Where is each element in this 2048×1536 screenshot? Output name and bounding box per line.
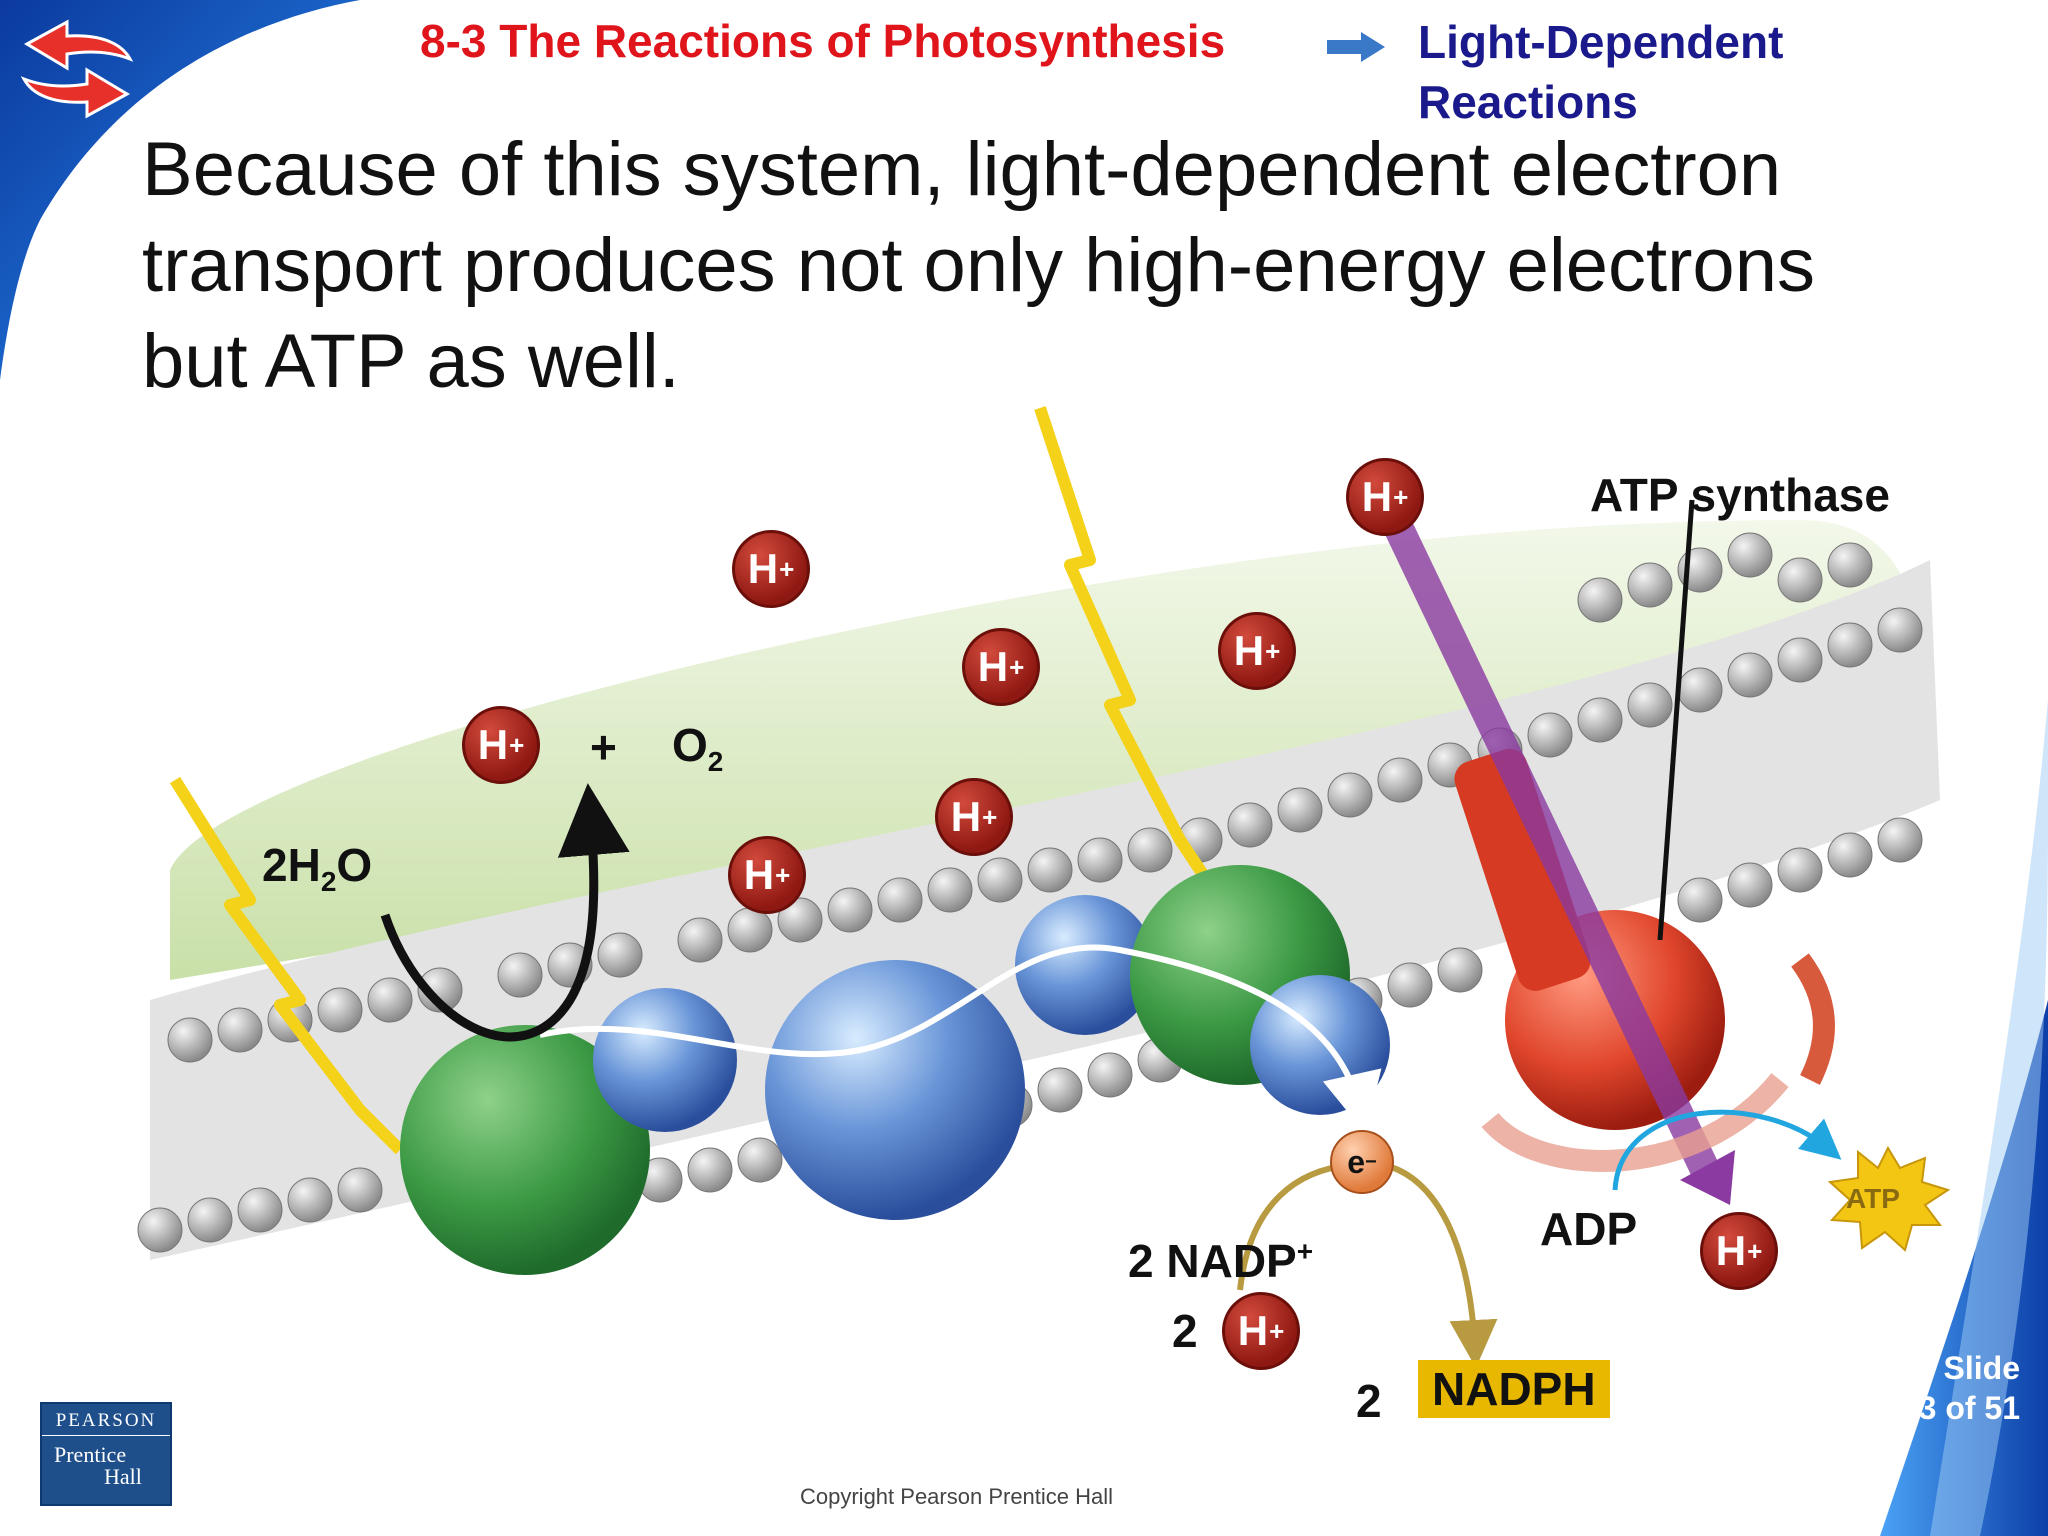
light-bolt-2 (1034, 406, 1225, 904)
body-paragraph: Because of this system, light-dependent … (142, 122, 1815, 410)
electron: e− (1330, 1130, 1394, 1194)
atp-synthase-label: ATP synthase (1590, 469, 1890, 521)
hydrogen-ion: H+ (1700, 1212, 1778, 1290)
electron-carrier-1 (593, 988, 737, 1132)
electron-carrier-3 (1250, 975, 1390, 1115)
nadph-label: NADPH (1418, 1360, 1610, 1418)
slide-label: Slide (1943, 1350, 2020, 1386)
light-bolt-1 (169, 776, 405, 1155)
plus-sign: + (590, 721, 617, 773)
body-line-2: transport produces not only high-energy … (142, 223, 1815, 308)
rotation-arrow-right (1791, 953, 1835, 1085)
nadph-out-arrow (1384, 1162, 1498, 1368)
hydrogen-ion: H+ (1222, 1292, 1300, 1370)
publisher-logo: PEARSON Prentice Hall (40, 1402, 172, 1506)
back-forward-nav-icon[interactable] (12, 14, 142, 124)
nadph-coefficient: 2 (1356, 1375, 1382, 1427)
electron-path (539, 944, 1382, 1134)
atp-synthase-pointer (1657, 499, 1695, 941)
atp-synthase-channel (1454, 748, 1591, 991)
h-coefficient: 2 (1172, 1305, 1198, 1357)
hydrogen-ion: H+ (962, 628, 1040, 706)
copyright-text: Copyright Pearson Prentice Hall (800, 1484, 1114, 1509)
section-title: 8-3 The Reactions of Photosynthesis (420, 15, 1226, 67)
slide-count: 33 of 51 (1900, 1390, 2020, 1426)
cytochrome-complex (765, 960, 1025, 1220)
atp-label: ATP (1846, 1183, 1900, 1214)
publisher-logo-top: PEARSON (42, 1410, 170, 1436)
publisher-logo-bot: Hall (104, 1464, 142, 1489)
atp-starburst-icon (1827, 1145, 1951, 1252)
slide-counter: Slide 33 of 51 (1870, 1348, 2020, 1428)
hydrogen-ion: H+ (462, 706, 540, 784)
photosystem-ii (400, 1025, 650, 1275)
oxygen-label: O2 (672, 719, 724, 778)
subtopic-line-1: Light-Dependent (1418, 16, 1784, 68)
proton-flow-arrow (1376, 503, 1724, 1187)
subtopic-line-2: Reactions (1418, 76, 1638, 128)
body-line-3: but ATP as well. (142, 319, 680, 404)
adp-label: ADP (1540, 1203, 1638, 1255)
hydrogen-ion: H+ (732, 530, 810, 608)
subtopic-title: Light-Dependent Reactions (1418, 12, 1783, 132)
arrow-right-icon (1327, 32, 1385, 62)
water-split-arrow (380, 783, 630, 1042)
thylakoid-space (170, 520, 1922, 980)
hydrogen-ion: H+ (935, 778, 1013, 856)
electron-carrier-2 (1015, 895, 1155, 1035)
adp-to-atp-arrow (1612, 1109, 1842, 1191)
nadp-label: 2 NADP+ (1128, 1235, 1314, 1287)
body-line-1: Because of this system, light-dependent … (142, 127, 1782, 212)
hydrogen-ion: H+ (1346, 458, 1424, 536)
publisher-logo-mid: Prentice (54, 1442, 127, 1467)
water-label: 2H2O (262, 839, 373, 898)
hydrogen-ion: H+ (728, 836, 806, 914)
hydrogen-ion: H+ (1218, 612, 1296, 690)
